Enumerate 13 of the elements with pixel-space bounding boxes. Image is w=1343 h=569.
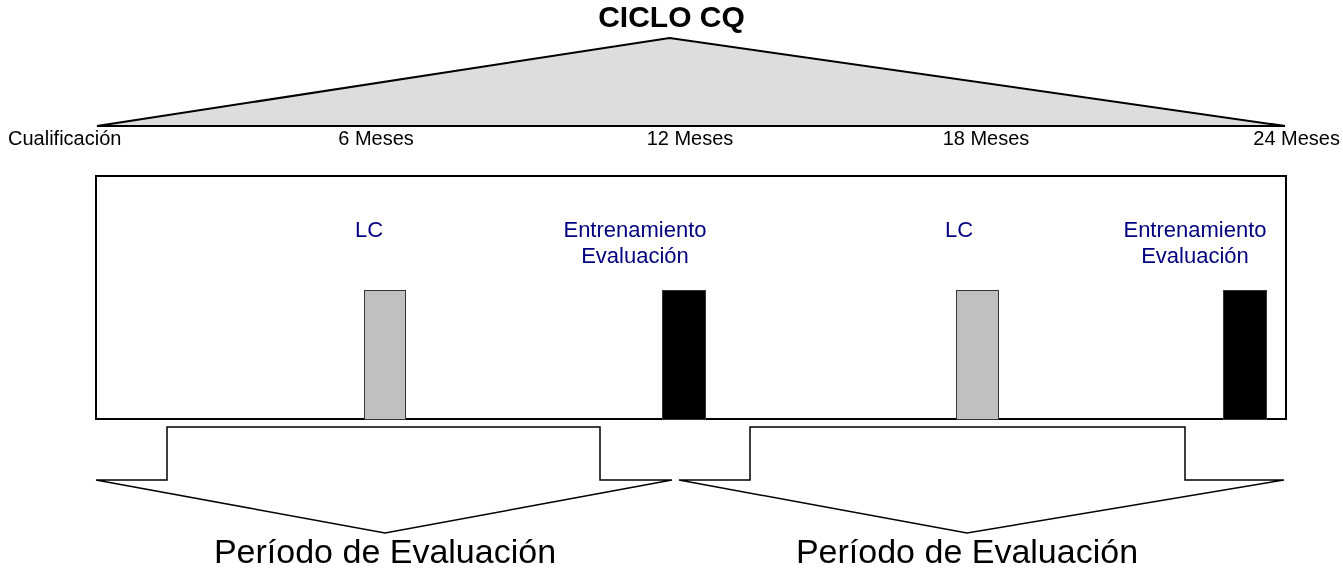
activity-label: LC [943,217,975,243]
timeline-panel [95,175,1287,420]
time-label: 12 Meses [646,127,734,150]
activity-label: Entrenamiento Evaluación [1122,217,1268,269]
time-label: Cualificación [8,127,122,150]
time-label: 6 Meses [338,127,414,150]
time-label: 24 Meses [1253,127,1340,150]
diagram-title: CICLO CQ [597,0,746,34]
activity-label: Entrenamiento Evaluación [562,217,708,269]
period-label: Período de Evaluación [794,532,1140,569]
time-label: 18 Meses [942,127,1030,150]
activity-label: LC [353,217,385,243]
period-label: Período de Evaluación [212,532,558,569]
